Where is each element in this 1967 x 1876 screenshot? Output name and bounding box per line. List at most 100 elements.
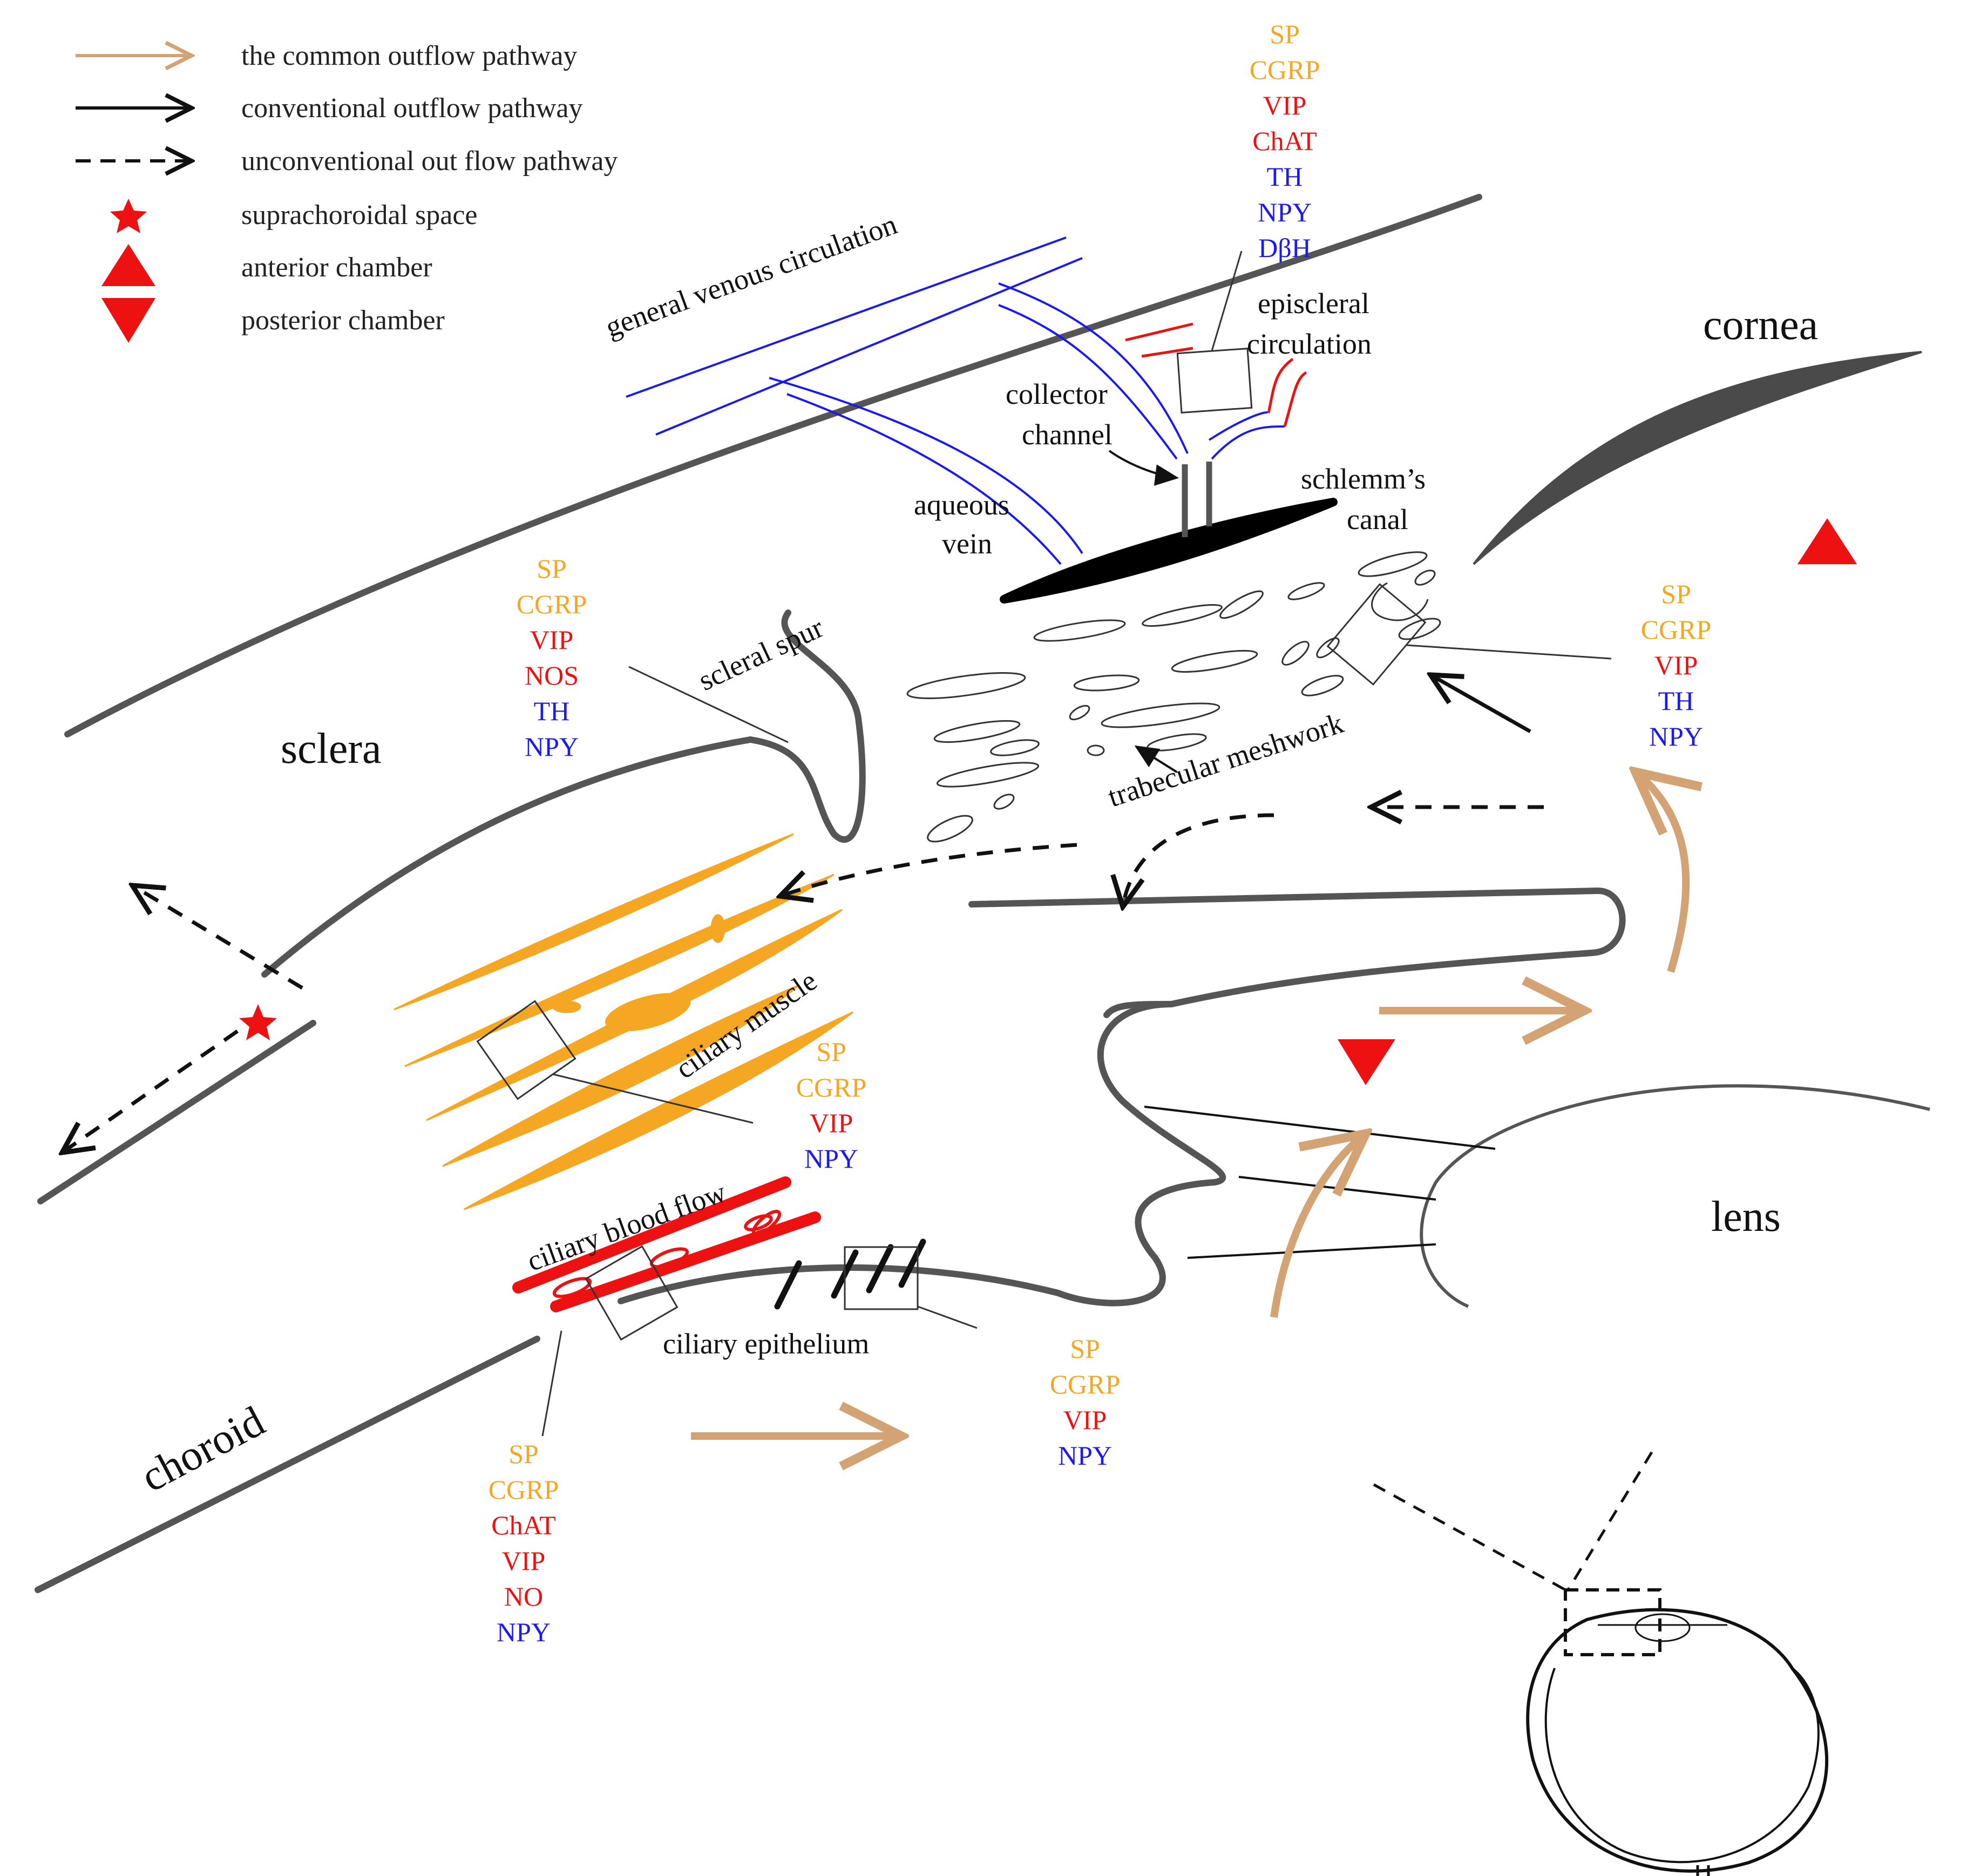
inset-highlight-box [1564,1588,1661,1656]
episcleral-vein [998,282,1189,454]
neuro-label: VIP [530,625,574,655]
schlemms-canal-label: canal [1347,503,1408,536]
venous-vessels [626,236,1307,565]
sclera-label: sclera [281,725,382,773]
unconventional-flow-arrow [780,843,1077,896]
epithelium-cell [898,1238,926,1288]
neuro-label: NO [504,1581,543,1611]
eye-inset [1373,1451,1828,1876]
meshwork-pore [1414,570,1436,586]
legend-label: unconventional out flow pathway [241,146,618,177]
neuro-label: NPY [804,1143,858,1174]
sclera-outer-edge [64,194,1482,737]
neuro-label: VIP [1063,1405,1107,1435]
general-venous-label: general venous circulation [601,208,901,343]
neuro-label: TH [1658,686,1694,716]
leader-line [1211,250,1243,351]
vessel-cross-section [751,1209,782,1236]
neuro-label: ChAT [491,1510,555,1540]
ciliary-body-outline [618,1001,1226,1306]
ciliary-vessel [512,1176,791,1293]
zonule-fiber [1238,1176,1436,1201]
muscle-fiber [404,873,835,1067]
triangle-down-icon [101,298,155,343]
legend: the common outflow pathway conventional … [76,40,618,343]
meshwork-pore [993,794,1015,810]
episcleral-label: episcleral [1258,287,1369,320]
iris-outline [968,887,1626,1018]
meshwork-pore [1147,733,1207,751]
anterior-chamber-triangle-icon [1798,518,1857,564]
neuro-label: CGRP [1250,55,1320,85]
neuro-label: VIP [810,1108,853,1138]
neuro-label: CGRP [517,589,587,619]
sclera-inner-edge [261,736,754,978]
leader-line [917,1305,978,1329]
neuro-label: SP [1270,19,1300,49]
trabecular-meshwork-label: trabecular meshwork [1104,707,1347,813]
eyeball-outline [1526,1608,1828,1873]
ciliary-epithelium [774,1238,926,1310]
legend-label: posterior chamber [241,305,445,336]
neuro-label: TH [1267,161,1303,192]
scleral-spur-hook [747,609,866,843]
meshwork-pore [1033,619,1126,642]
unconventional-flow-arrow [132,885,303,990]
structure-labels: general venous circulation episcleral ci… [133,208,1818,1501]
meshwork-pore [1287,582,1325,600]
neuro-label: VIP [1263,90,1307,120]
episcleral-callout-box [1176,347,1253,414]
neuro-label: SP [1070,1333,1100,1364]
meshwork-pore [1301,675,1344,696]
schlemms-canal [1000,498,1338,604]
neuro-label: SP [816,1037,846,1067]
neuro-label: VIP [502,1546,546,1576]
neuro-label: NOS [525,660,579,690]
aqueous-vein [769,377,1083,554]
inset-lens [1634,1613,1691,1642]
choroid-upper-edge [37,1020,316,1204]
episcleral-vein [1211,425,1285,460]
common-flow-arrow [1636,772,1686,973]
ciliary-blood-callout-box [585,1245,679,1341]
neuro-label: CGRP [489,1474,559,1505]
meshwork-pore [1371,582,1429,621]
neuro-label: TH [534,696,570,726]
aqueous-vein-label: vein [942,527,992,560]
legend-item-anterior-chamber: anterior chamber [101,244,432,286]
legend-label: anterior chamber [241,252,432,283]
meshwork-pore [936,762,1040,788]
star-icon [110,199,147,233]
meshwork-pore [906,672,1026,699]
muscle-nucleus [552,1000,581,1013]
inset-guide-line [1566,1451,1653,1591]
eyeball-inner [1544,1667,1820,1864]
neuro-lists: SP CGRP VIP ChAT TH NPY DβH SP CGRP VIP … [489,19,1712,1647]
cornea-label: cornea [1703,301,1818,349]
episcleral-artery [1283,371,1307,427]
meshwork-pore [1073,674,1140,692]
trabecular-callout-box [1326,583,1427,686]
neuro-label: SP [537,553,567,584]
suprachoroidal-star-icon [239,1004,277,1040]
neuro-label: NPY [1258,197,1312,227]
ciliary-epithelium-label: ciliary epithelium [663,1328,869,1360]
neuro-list-scleral-spur: SP CGRP VIP NOS TH NPY [517,553,587,762]
choroid-lower-edge [35,1336,540,1593]
collector-pointer [1108,450,1179,486]
legend-label: conventional outflow pathway [241,93,583,124]
meshwork-pore [927,815,973,843]
legend-item-conventional: conventional outflow pathway [76,93,583,124]
leader-line [628,666,789,743]
epithelium-cell [774,1260,802,1310]
schlemms-canal-group [1000,450,1338,604]
zonule-fiber [1144,1106,1496,1150]
lens-label: lens [1711,1193,1781,1241]
neuro-list-ciliary-muscle: SP CGRP VIP NPY [796,1037,867,1174]
flow-arrows [62,675,1686,1436]
muscle-nucleus [710,914,725,943]
vessel-cross-section [552,1277,592,1298]
episcleral-artery [1267,357,1294,414]
conventional-flow-arrow [1430,675,1531,734]
